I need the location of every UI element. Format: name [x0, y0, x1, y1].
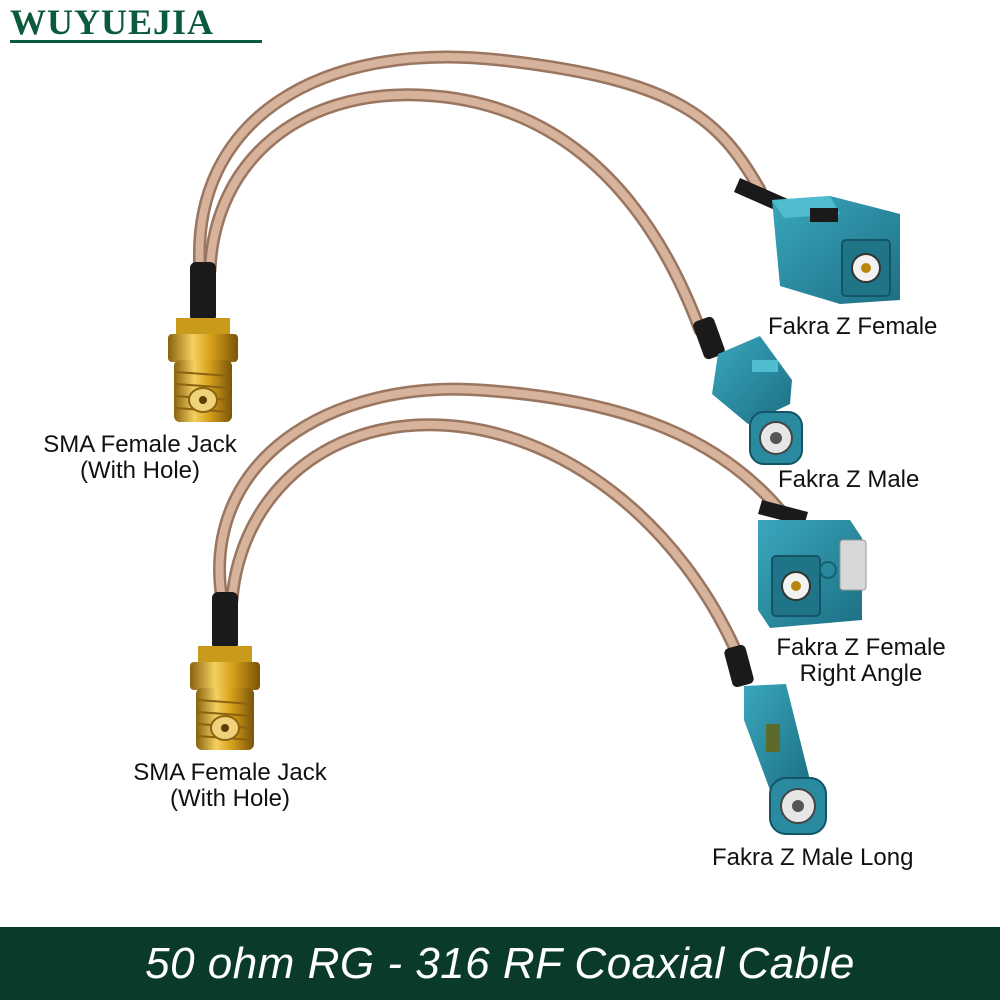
footer-title: 50 ohm RG - 316 RF Coaxial Cable: [145, 938, 855, 988]
top-cable-pair: [192, 50, 767, 337]
bottom-cable-pair: [213, 382, 787, 667]
fakra-z-female-right-angle-connector: [758, 520, 867, 628]
sma-boot-bottom: [212, 592, 238, 650]
sma-connector-top: [168, 318, 238, 422]
footer-banner: 50 ohm RG - 316 RF Coaxial Cable: [0, 927, 1000, 1000]
label-fakra-z-female-ra: Fakra Z Female Right Angle: [766, 635, 956, 687]
sma-boot-top: [190, 262, 216, 322]
label-fakra-z-male: Fakra Z Male: [778, 466, 920, 493]
label-sma-top: SMA Female Jack (With Hole): [10, 432, 270, 484]
label-fakra-z-male-long: Fakra Z Male Long: [712, 844, 914, 871]
label-fakra-z-female-ra-line1: Fakra Z Female: [776, 634, 946, 661]
label-sma-bottom: SMA Female Jack (With Hole): [100, 760, 360, 812]
fakra-boot-ra: [758, 500, 808, 526]
label-sma-bottom-line1: SMA Female Jack: [133, 759, 327, 786]
fakra-z-male-connector: [712, 336, 803, 465]
brand-logo: WUYUEJIA: [10, 2, 215, 42]
fakra-z-male-long-connector: [744, 684, 827, 835]
sma-connector-bottom: [190, 646, 260, 750]
brand-underline: [10, 40, 262, 43]
fakra-boot-male-long: [724, 644, 754, 688]
label-fakra-z-female: Fakra Z Female: [768, 313, 938, 340]
fakra-boot-male-top: [693, 316, 725, 360]
label-sma-top-line2: (With Hole): [79, 457, 200, 484]
label-fakra-z-female-ra-line2: Right Angle: [799, 660, 923, 687]
label-sma-top-line1: SMA Female Jack: [43, 431, 237, 458]
label-sma-bottom-line2: (With Hole): [169, 785, 290, 812]
fakra-z-female-connector: [772, 196, 900, 304]
